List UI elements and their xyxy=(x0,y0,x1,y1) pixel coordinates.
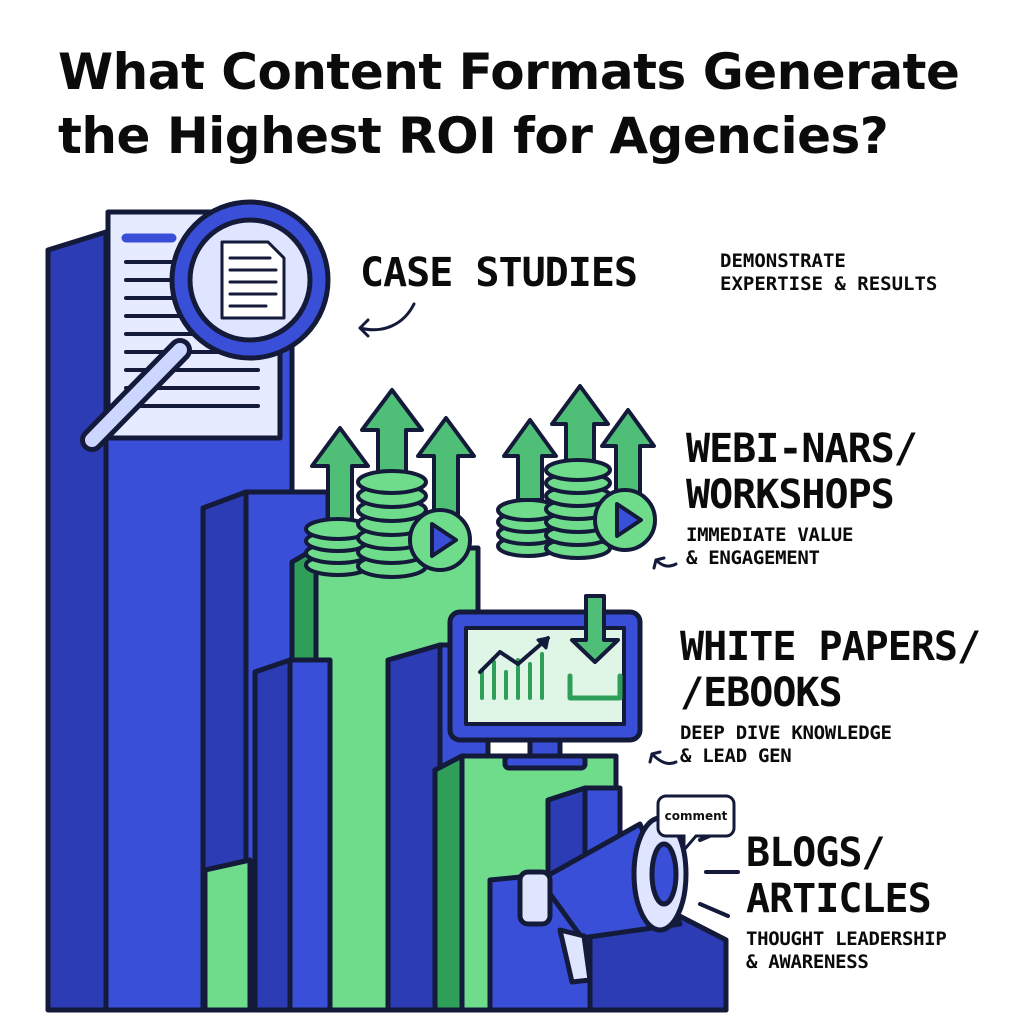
page-title: What Content Formats Generate the Highes… xyxy=(58,40,998,168)
blogs-desc-line-1: THOUGHT LEADERSHIP xyxy=(746,928,947,950)
pointer-arrows xyxy=(358,302,678,766)
megaphone-icon xyxy=(517,815,740,985)
white-papers-name-line-1: WHITE PAPERS/ xyxy=(680,624,981,670)
white-papers-desc-line-2: & LEAD GEN xyxy=(680,745,792,767)
case-studies-desc-line-2: EXPERTISE & RESULTS xyxy=(720,273,938,295)
bar-front-blue xyxy=(252,657,333,1013)
label-webinars: WEBI-NARS/ WORKSHOPS IMMEDIATE VALUE & E… xyxy=(686,426,918,570)
comment-bubble: comment xyxy=(656,794,736,855)
blogs-name-line-1: BLOGS/ xyxy=(746,830,885,876)
arrow-case-studies xyxy=(358,302,416,332)
blogs-name-line-2: ARTICLES xyxy=(746,876,932,922)
webinars-desc-line-2: & ENGAGEMENT xyxy=(686,547,820,569)
case-studies-name: CASE STUDIES xyxy=(360,250,638,296)
label-blogs: BLOGS/ ARTICLES THOUGHT LEADERSHIP & AWA… xyxy=(746,830,947,974)
webinars-desc-line-1: IMMEDIATE VALUE xyxy=(686,524,854,546)
coins-arrows-play-icon xyxy=(304,388,476,579)
comment-bubble-text: comment xyxy=(665,809,728,823)
white-papers-name-line-2: /EBOOKS xyxy=(680,670,843,716)
title-line-1: What Content Formats Generate xyxy=(58,43,960,101)
webinars-name-line-2: WORKSHOPS xyxy=(686,472,895,518)
label-white-papers: WHITE PAPERS/ /EBOOKS DEEP DIVE KNOWLEDG… xyxy=(680,624,981,768)
coins-arrows-play-icon-2 xyxy=(496,384,657,560)
webinars-name-line-1: WEBI-NARS/ xyxy=(686,426,918,472)
arrow-white-papers-head xyxy=(648,750,662,764)
magnifier-document-icon xyxy=(80,199,331,452)
blogs-desc-line-2: & AWARENESS xyxy=(746,951,869,973)
monitor-download-icon xyxy=(447,594,643,771)
white-papers-desc-line-1: DEEP DIVE KNOWLEDGE xyxy=(680,722,892,744)
arrow-webinars-head xyxy=(652,556,666,570)
arrow-case-studies-head xyxy=(358,318,370,338)
title-line-2: the Highest ROI for Agencies? xyxy=(58,107,889,165)
case-studies-desc-line-1: DEMONSTRATE xyxy=(720,250,846,272)
case-studies-desc: DEMONSTRATE EXPERTISE & RESULTS xyxy=(720,250,937,296)
label-case-studies: CASE STUDIES xyxy=(360,250,638,296)
arrow-white-papers xyxy=(650,752,678,766)
arrow-webinars xyxy=(654,558,678,568)
